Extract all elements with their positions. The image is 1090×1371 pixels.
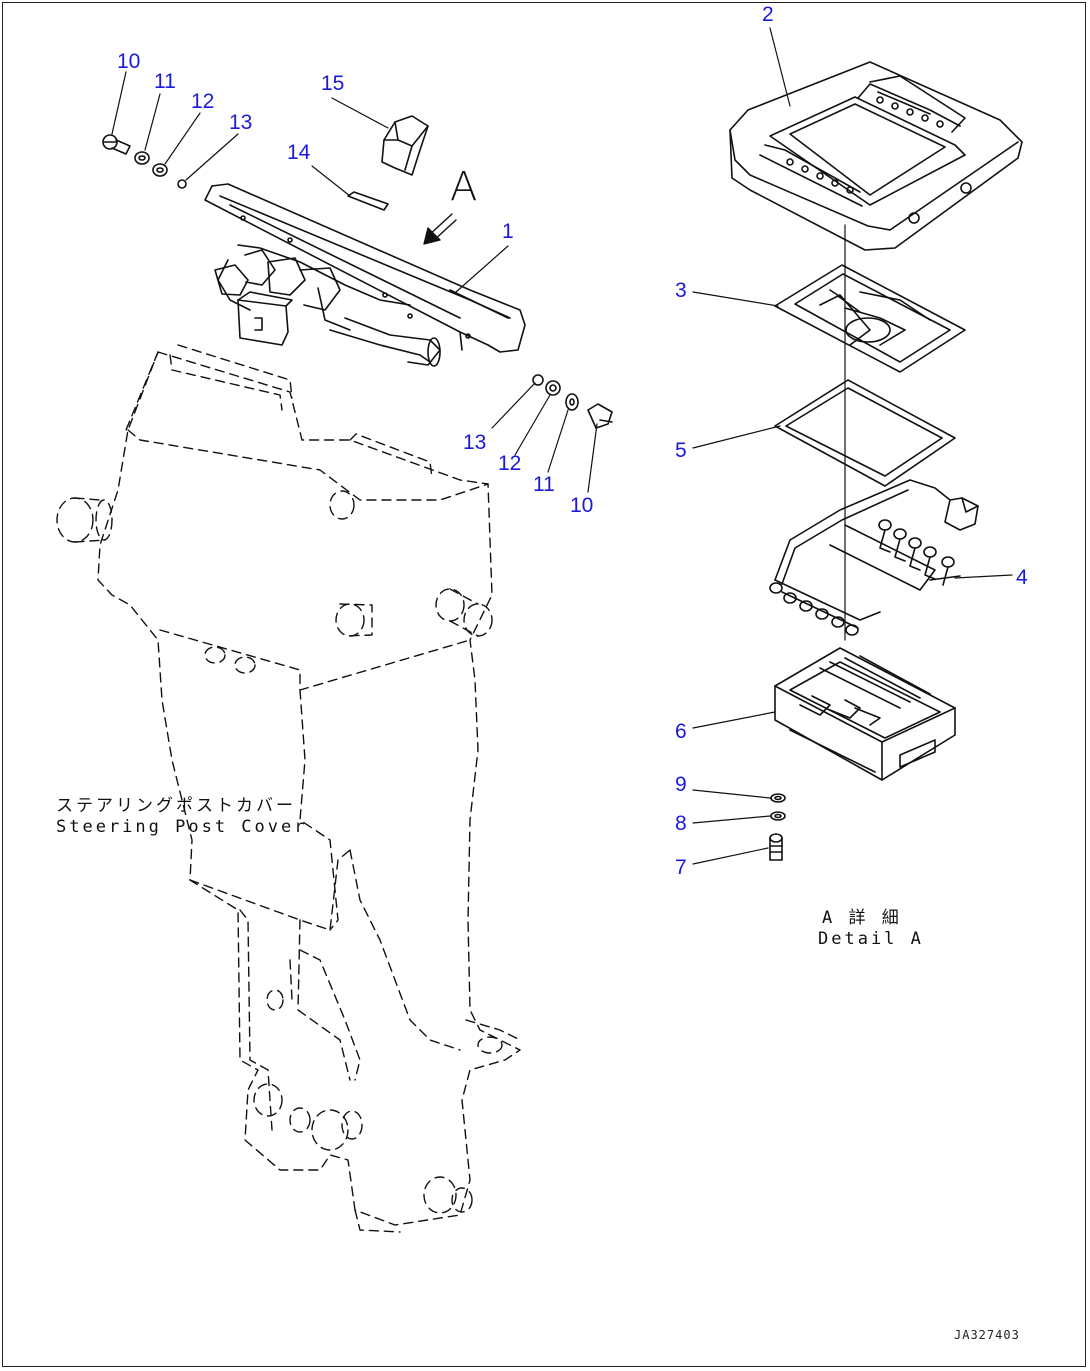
part-6-controller xyxy=(774,647,956,781)
detail-a-label-jp: A 詳 細 xyxy=(822,908,902,928)
steering-post-cover-label-en: Steering Post Cover xyxy=(56,817,308,838)
part-14-label xyxy=(347,191,389,211)
callout-1: 1 xyxy=(502,220,514,243)
steering-post-cover-label: ステアリングポストカバー Steering Post Cover xyxy=(56,796,307,839)
callout-11-right: 11 xyxy=(533,473,555,496)
callout-10-left: 10 xyxy=(117,50,141,73)
fasteners-left xyxy=(102,134,187,189)
callout-15: 15 xyxy=(321,72,345,95)
callout-5: 5 xyxy=(675,439,687,462)
fasteners-right xyxy=(532,374,613,429)
callout-12-right: 12 xyxy=(498,452,522,475)
steering-post-cover-label-jp: ステアリングポストカバー xyxy=(56,796,296,816)
view-arrow xyxy=(423,213,457,245)
monitor-bracket-assembly xyxy=(204,183,526,367)
part-4-harness xyxy=(769,479,979,636)
drawing-id: JA327403 xyxy=(954,1328,1020,1342)
callout-10-right: 10 xyxy=(570,494,594,517)
callout-4: 4 xyxy=(1016,566,1028,589)
callout-13-left: 13 xyxy=(229,111,253,134)
leader-lines xyxy=(111,27,1013,865)
callout-7: 7 xyxy=(675,856,687,879)
callout-2: 2 xyxy=(762,3,774,26)
steering-post-cover xyxy=(56,344,521,1233)
part-5-gasket xyxy=(774,379,956,487)
part-3-sheet xyxy=(774,264,966,373)
view-marker-a: A xyxy=(450,164,478,210)
parts-7-9-fasteners xyxy=(769,793,786,861)
callout-6: 6 xyxy=(675,720,687,743)
callout-9: 9 xyxy=(675,773,687,796)
callout-14: 14 xyxy=(287,141,311,164)
callout-11-left: 11 xyxy=(154,70,176,93)
monitor-housing xyxy=(729,61,1023,251)
callout-12-left: 12 xyxy=(191,90,215,113)
detail-a-label: A 詳 細 Detail A xyxy=(818,908,924,951)
part-15-fuse-holder xyxy=(381,115,429,176)
callout-3: 3 xyxy=(675,279,687,302)
callout-8: 8 xyxy=(675,812,687,835)
callout-13-right: 13 xyxy=(463,431,487,454)
detail-a-label-en: Detail A xyxy=(818,929,924,950)
